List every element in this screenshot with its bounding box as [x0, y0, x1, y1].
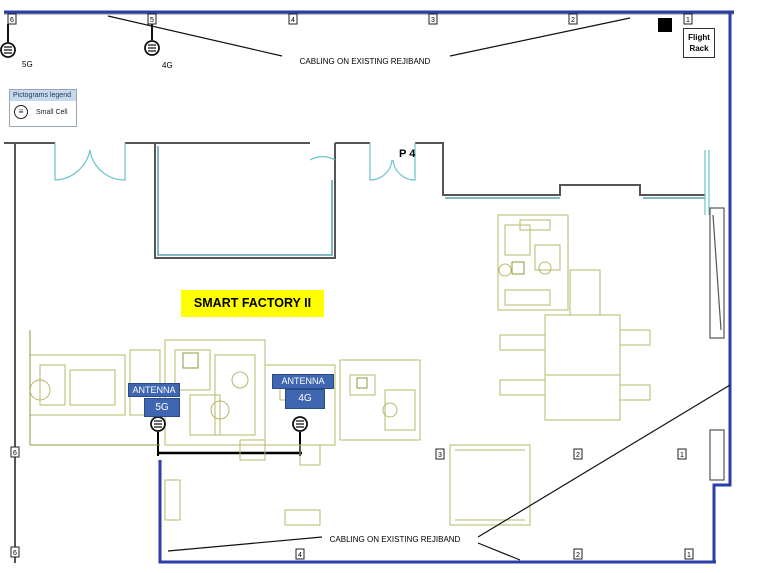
right-columns: [709, 207, 725, 481]
row-marker-1: 6: [13, 450, 17, 457]
bottom-marker-4: 1: [687, 552, 691, 559]
room-label: P 4: [399, 148, 416, 160]
production-equipment: [29, 214, 651, 526]
cabling-route-bottom: [158, 460, 716, 564]
legend-item-label: Small Cell: [36, 108, 68, 116]
small-cell-4g-top: 4G: [144, 24, 173, 70]
cabling-note-top: CABLING ON EXISTING REJIBAND: [300, 57, 431, 66]
antenna-cell-5g: [150, 416, 166, 432]
doors: [54, 143, 710, 215]
mid-marker-1: 1: [680, 452, 684, 459]
page-title: SMART FACTORY II: [181, 290, 324, 317]
flight-rack: Flight Rack: [683, 28, 715, 58]
bottom-marker-3: 2: [576, 552, 580, 559]
cabling-note-bottom: CABLING ON EXISTING REJIBAND: [330, 535, 461, 544]
top-marker-1: 6: [10, 17, 14, 24]
antenna-5g-tech: 5G: [144, 398, 180, 417]
top-marker-4: 3: [431, 17, 435, 24]
cabling-callout-lines: [107, 15, 731, 561]
top-marker-5: 2: [571, 17, 575, 24]
antenna-5g-label: ANTENNA: [128, 383, 180, 397]
flight-rack-line2: Rack: [689, 44, 709, 53]
antenna-4g-label: ANTENNA: [272, 374, 334, 389]
walls: [4, 142, 705, 563]
mid-marker-2: 2: [576, 452, 580, 459]
top-marker-6: 1: [686, 17, 690, 24]
cabling-route-right: [712, 12, 732, 562]
bottom-markers: 4 3 2 1 2 1: [295, 448, 694, 560]
small-cell-5g-label: 5G: [22, 60, 33, 69]
inner-wall-accent: [157, 146, 705, 256]
bottom-marker-1: 4: [298, 552, 302, 559]
small-cell-icon: ≡: [14, 105, 28, 119]
legend-title: Pictograms legend: [10, 90, 76, 101]
top-markers: 6 5 4 3 2 1: [7, 13, 693, 25]
bottom-marker-2: 3: [438, 452, 442, 459]
pictograms-legend: Pictograms legend ≡ Small Cell: [9, 89, 77, 127]
equipment-details: [29, 261, 525, 446]
top-marker-2: 5: [150, 17, 154, 24]
top-marker-3: 4: [291, 17, 295, 24]
rack-marker: [658, 18, 672, 32]
flight-rack-line1: Flight: [688, 33, 710, 42]
row-marker-2: 6: [13, 550, 17, 557]
antenna-4g-tech: 4G: [285, 389, 325, 409]
small-cell-5g-top: 5G: [0, 24, 33, 69]
antenna-cell-4g: [292, 416, 308, 432]
legend-item-small-cell: ≡ Small Cell: [14, 105, 68, 119]
small-cell-4g-label: 4G: [162, 61, 173, 70]
row-markers: 6 6: [10, 446, 20, 558]
